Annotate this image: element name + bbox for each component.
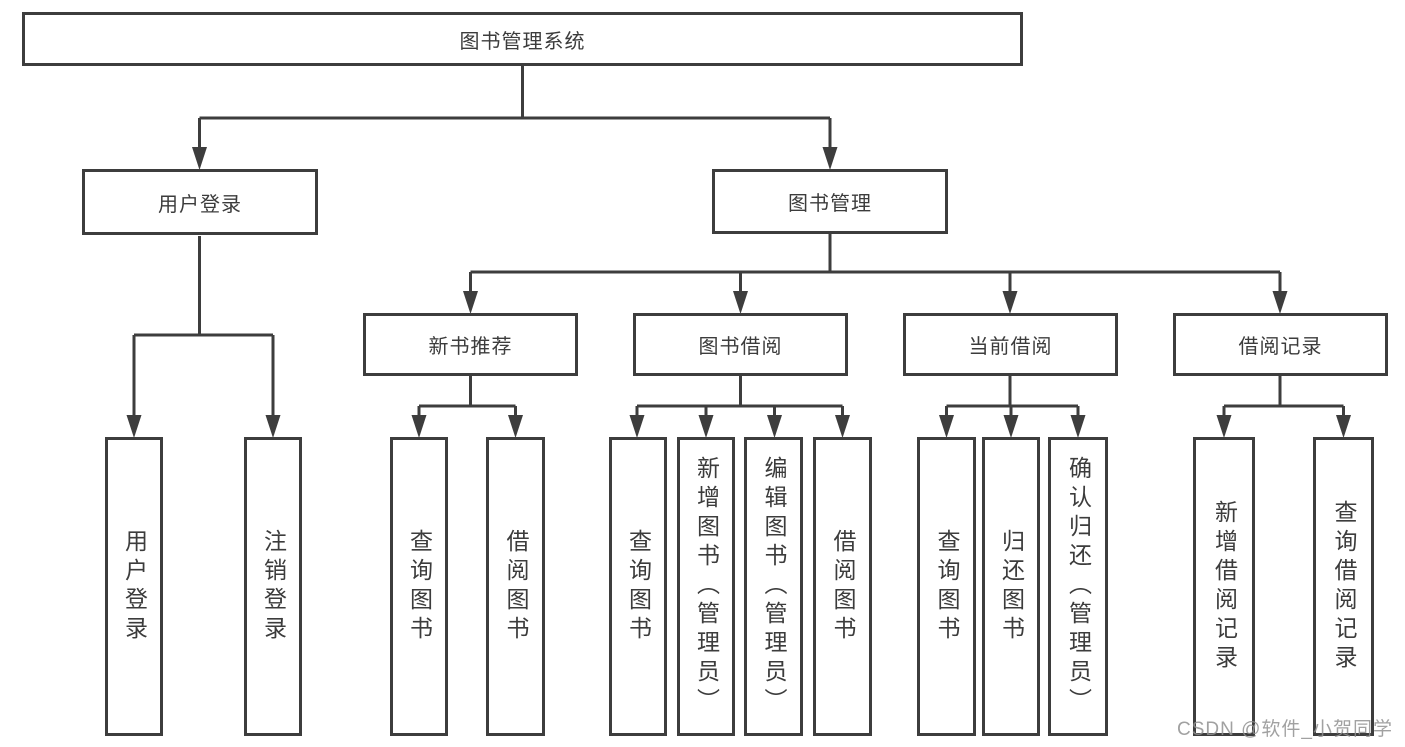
connector-book-mgmt-to-level3 (469, 234, 1282, 292)
leaf-query-borrow-record-label: 查询借阅记录 (1331, 499, 1357, 674)
arrowheads-new-book-leaves (411, 415, 523, 438)
leaf-borrow-add-admin-label: 新增图书（管理员） (693, 456, 720, 717)
leaf-current-query-label: 查询图书 (934, 528, 960, 645)
leaf-borrow-book: 借阅图书 (813, 437, 872, 736)
connector-new-book-to-leaves (417, 376, 517, 416)
node-book-management-label: 图书管理 (788, 193, 872, 215)
node-book-borrow-label: 图书借阅 (698, 336, 783, 358)
leaf-confirm-return-admin: 确认归还（管理员） (1048, 437, 1108, 736)
connector-root-to-level2 (198, 66, 832, 149)
leaf-newbook-query: 查询图书 (390, 437, 448, 736)
arrowheads-book-borrow-leaves (629, 415, 850, 438)
leaf-newbook-query-label: 查询图书 (406, 528, 433, 645)
node-new-book-recommend-label: 新书推荐 (428, 336, 513, 358)
leaf-add-borrow-record-label: 新增借阅记录 (1211, 499, 1238, 674)
node-borrow-record: 借阅记录 (1173, 313, 1388, 376)
arrowheads-root-to-level2 (192, 147, 838, 170)
leaf-borrow-add-admin: 新增图书（管理员） (677, 437, 735, 736)
node-user-login-label: 用户登录 (158, 193, 242, 216)
arrowheads-user-login-leaves (126, 415, 281, 438)
leaf-add-borrow-record: 新增借阅记录 (1193, 437, 1255, 736)
leaf-newbook-borrow-label: 借阅图书 (503, 528, 529, 645)
connector-user-login-to-leaves (132, 236, 275, 416)
arrowheads-current-borrow-leaves (939, 415, 1086, 438)
leaf-query-borrow-record: 查询借阅记录 (1313, 437, 1374, 736)
leaf-return-book: 归还图书 (982, 437, 1040, 736)
node-book-management: 图书管理 (712, 169, 948, 234)
node-root-system: 图书管理系统 (22, 12, 1023, 66)
leaf-borrow-edit-admin-label: 编辑图书（管理员） (761, 456, 787, 717)
node-current-borrow: 当前借阅 (903, 313, 1118, 376)
node-new-book-recommend: 新书推荐 (363, 313, 578, 376)
leaf-borrow-book-label: 借阅图书 (830, 528, 856, 645)
arrowheads-borrow-record-leaves (1216, 415, 1351, 438)
node-book-borrow: 图书借阅 (633, 313, 848, 376)
node-root-system-label: 图书管理系统 (459, 30, 586, 53)
arrowheads-book-mgmt-level3 (463, 291, 1288, 314)
connector-book-borrow-to-leaves (635, 376, 844, 416)
leaf-current-query: 查询图书 (917, 437, 976, 736)
node-current-borrow-label: 当前借阅 (968, 336, 1053, 358)
leaf-borrow-edit-admin: 编辑图书（管理员） (744, 437, 803, 736)
node-borrow-record-label: 借阅记录 (1238, 336, 1323, 358)
leaf-logout-label: 注销登录 (260, 528, 287, 645)
leaf-logout: 注销登录 (244, 437, 302, 736)
leaf-borrow-query-label: 查询图书 (625, 528, 652, 645)
node-user-login: 用户登录 (82, 169, 318, 235)
leaf-newbook-borrow: 借阅图书 (486, 437, 545, 736)
leaf-confirm-return-admin-label: 确认归还（管理员） (1065, 456, 1092, 717)
leaf-borrow-query: 查询图书 (609, 437, 667, 736)
connector-borrow-record-to-leaves (1222, 376, 1345, 416)
leaf-user-login: 用户登录 (105, 437, 163, 736)
connector-current-borrow-to-leaves (945, 376, 1080, 416)
leaf-return-book-label: 归还图书 (998, 528, 1025, 645)
leaf-user-login-label: 用户登录 (121, 528, 148, 645)
